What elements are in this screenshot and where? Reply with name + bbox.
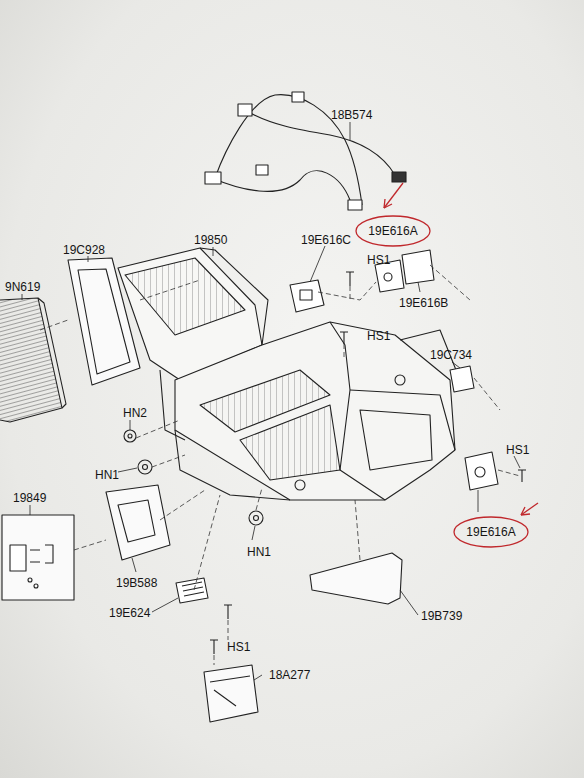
callout-number: 18B574 [330,108,373,122]
callout-number: HS1 [366,253,391,267]
circled-callout: 19E616A [453,516,529,548]
callout-number: 19E616A [368,224,417,238]
callout-number: 19B739 [420,609,463,623]
callout-number: 19C928 [62,243,106,257]
callout-number: 19E624 [108,606,151,620]
circled-callout: 19E616A [355,215,431,247]
callout-number: HN1 [94,468,120,482]
callout-number: 19849 [12,491,47,505]
callout-number: 18A277 [268,668,311,682]
callout-number: 19C734 [429,348,473,362]
callout-number: 19B588 [115,576,158,590]
callout-number: HS1 [366,329,391,343]
callout-number: HN2 [122,406,148,420]
callout-number: 19E616A [466,525,515,539]
callout-number: 19850 [193,233,228,247]
callout-number: 19E616C [300,233,352,247]
callout-number: HS1 [505,443,530,457]
callout-number: HN1 [246,545,272,559]
callout-number: 19E616B [398,296,449,310]
callout-number: 9N619 [4,280,41,294]
callout-number: HS1 [226,640,251,654]
